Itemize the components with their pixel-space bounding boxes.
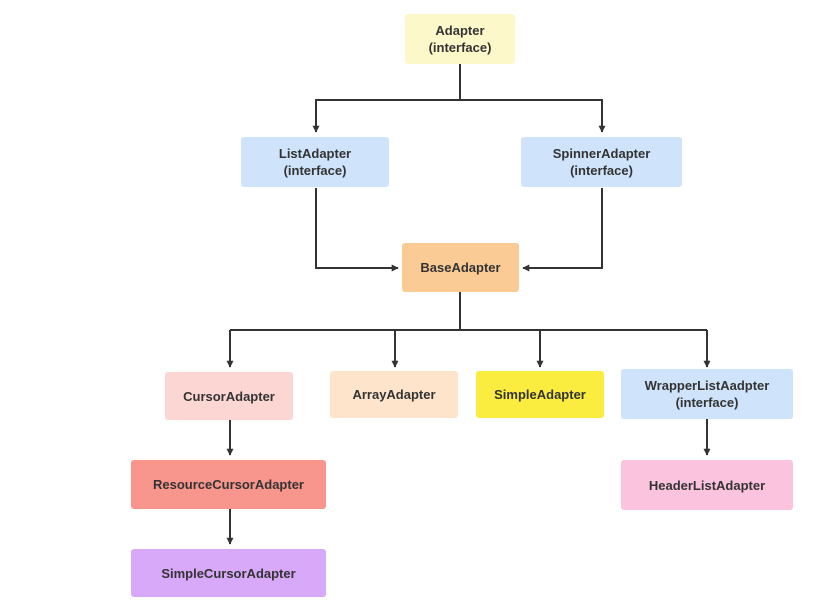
node-spinner-adapter-sub: (interface): [570, 163, 633, 178]
node-array-adapter-name: ArrayAdapter: [352, 387, 436, 402]
node-wrapper-list-adapter-sub: (interface): [675, 395, 739, 410]
node-wrapper-list-adapter: WrapperListAadpter (interface): [621, 369, 793, 419]
connector-adapter-spinner: [460, 99, 606, 133]
node-simple-adapter-name: SimpleAdapter: [494, 387, 586, 402]
node-wrapper-list-adapter-name: WrapperListAadpter: [644, 378, 770, 393]
node-simple-cursor-adapter-name: SimpleCursorAdapter: [161, 565, 296, 581]
node-base-adapter-name: BaseAdapter: [420, 260, 501, 275]
node-adapter-sub: (interface): [428, 40, 492, 55]
node-simple-cursor-adapter: SimpleCursorAdapter: [131, 549, 326, 597]
node-header-list-adapter-name: HeaderListAdapter: [648, 477, 766, 493]
connector-adapter-list: [312, 64, 461, 133]
node-cursor-adapter-name: CursorAdapter: [183, 388, 275, 404]
connector-spinner-base: [522, 188, 603, 272]
connector-base-cursor: [230, 329, 707, 367]
node-resource-cursor-adapter-name: ResourceCursorAdapter: [153, 477, 304, 492]
node-list-adapter-name: ListAdapter: [278, 146, 352, 161]
node-resource-cursor-adapter: ResourceCursorAdapter: [131, 460, 326, 509]
node-simple-adapter: SimpleAdapter: [476, 371, 604, 418]
node-spinner-adapter: SpinnerAdapter (interface): [521, 137, 682, 187]
node-spinner-adapter-name: SpinnerAdapter: [552, 146, 651, 161]
node-cursor-adapter: CursorAdapter: [165, 372, 293, 420]
node-header-list-adapter: HeaderListAdapter: [621, 460, 793, 510]
connector-list-base: [315, 188, 399, 272]
node-adapter: Adapter (interface): [405, 14, 515, 64]
node-base-adapter: BaseAdapter: [402, 243, 519, 292]
node-list-adapter-sub: (interface): [283, 163, 347, 178]
node-list-adapter: ListAdapter (interface): [241, 137, 389, 187]
node-adapter-name: Adapter: [435, 23, 485, 38]
node-array-adapter: ArrayAdapter: [330, 371, 458, 418]
